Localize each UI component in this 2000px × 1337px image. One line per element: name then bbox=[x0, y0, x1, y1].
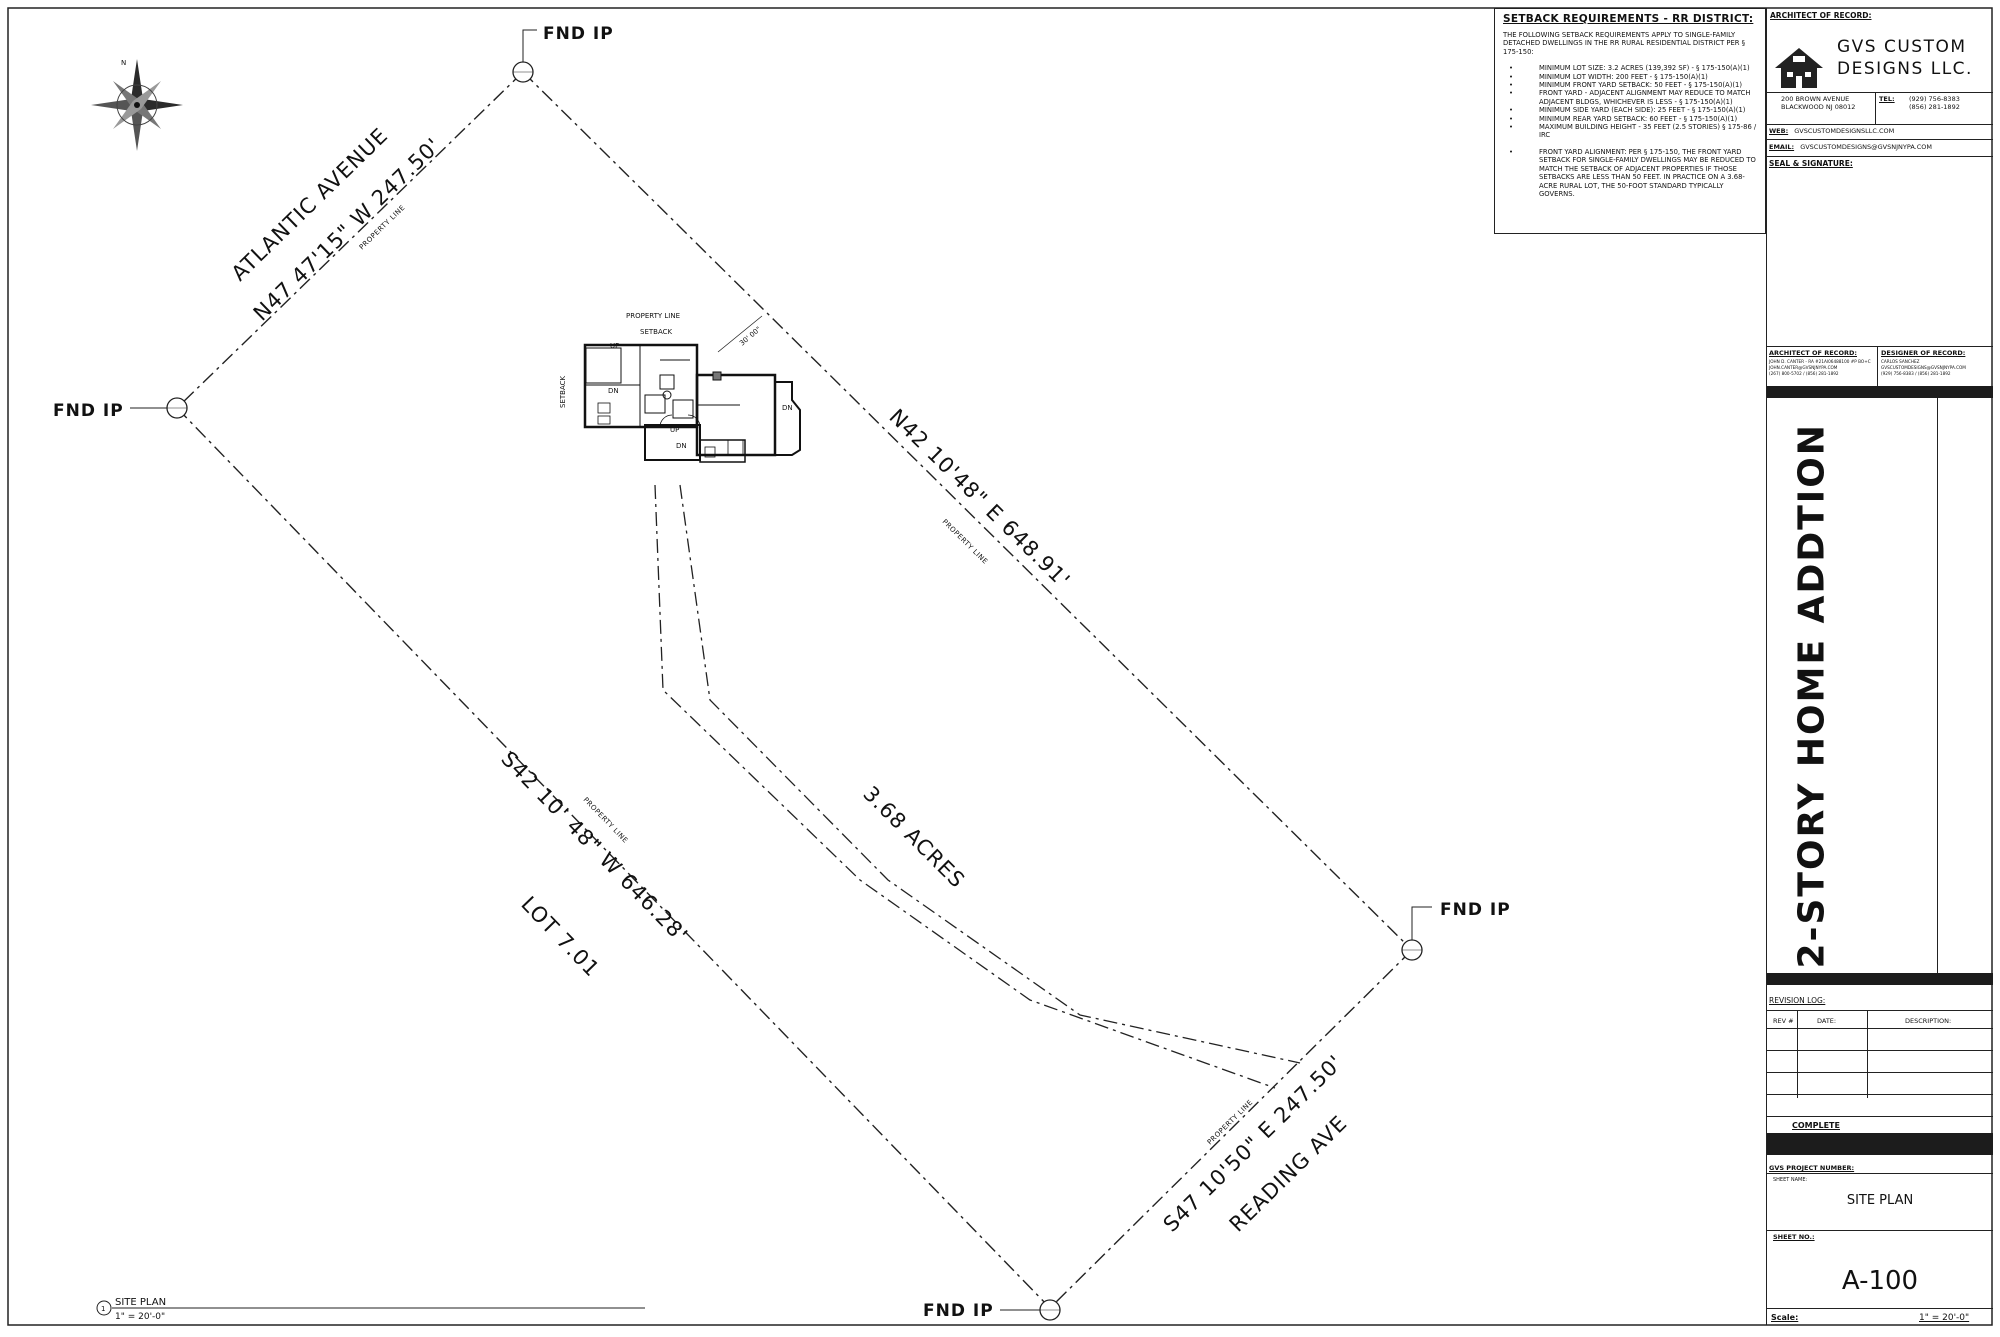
fnd-ip-label: FND IP bbox=[1440, 900, 1511, 920]
address-line2: BLACKWOOD NJ 08012 bbox=[1781, 103, 1856, 111]
architect-of-record: ARCHITECT OF RECORD: JOHN D. CANTER - RA… bbox=[1769, 349, 1871, 377]
setback-note-item: MAXIMUM BUILDING HEIGHT - 35 FEET (2.5 S… bbox=[1503, 123, 1759, 140]
north-label: N bbox=[121, 59, 126, 67]
setback-notes-extra: FRONT YARD ALIGNMENT: PER § 175-150, THE… bbox=[1503, 148, 1759, 198]
email: EMAIL: GVSCUSTOMDESIGNS@GVSNJNYPA.COM bbox=[1769, 143, 1932, 151]
setback-label: SETBACK bbox=[640, 328, 672, 336]
setback-note-item: MINIMUM LOT WIDTH: 200 FEET - § 175-150(… bbox=[1503, 73, 1759, 82]
title-block: ARCHITECT OF RECORD: GVS CUSTOM DESIGNS … bbox=[1766, 8, 1993, 1325]
sheet-name: SITE PLAN bbox=[1846, 1193, 1914, 1208]
seal-label: SEAL & SIGNATURE: bbox=[1769, 159, 1853, 168]
drawing-label: 1 SITE PLAN 1" = 20'-0" bbox=[96, 1297, 645, 1322]
setback-notes-box: SETBACK REQUIREMENTS - RR DISTRICT: THE … bbox=[1494, 8, 1766, 234]
bearing-east-line: N42 10'48" E 648.91' bbox=[884, 404, 1074, 592]
setback-notes-title: SETBACK REQUIREMENTS - RR DISTRICT: bbox=[1503, 13, 1754, 25]
house-logo-icon bbox=[1775, 48, 1823, 88]
rev-col-header: REV # bbox=[1773, 1017, 1794, 1025]
setback-side-label: SETBACK bbox=[559, 376, 567, 408]
street-name-reading: READING AVE bbox=[1225, 1111, 1352, 1237]
email-address: GVSCUSTOMDESIGNS@GVSNJNYPA.COM bbox=[1800, 143, 1932, 151]
setback-notes-intro: THE FOLLOWING SETBACK REQUIREMENTS APPLY… bbox=[1503, 31, 1746, 56]
project-title: 2-STORY HOME ADDTION bbox=[1791, 423, 1833, 969]
setback-note-item: MINIMUM LOT SIZE: 3.2 ACRES (139,392 SF)… bbox=[1503, 64, 1759, 73]
lot-area-label: 3.68 ACRES bbox=[858, 782, 969, 893]
web-url: GVSCUSTOMDESIGNSLLC.COM bbox=[1794, 127, 1895, 135]
description-col-header: DESCRIPTION: bbox=[1905, 1017, 1952, 1025]
stair-label-up: UP bbox=[670, 426, 679, 434]
stair-label-dn: DN bbox=[676, 442, 687, 450]
pin-leaders bbox=[130, 29, 1432, 1311]
drawing-number: 1 bbox=[101, 1305, 105, 1313]
web-label: WEB: bbox=[1769, 127, 1789, 135]
sheet-border bbox=[7, 7, 1993, 1326]
setback-property-line-label: PROPERTY LINE bbox=[626, 312, 680, 320]
setback-dimension: 30' 00" bbox=[738, 325, 762, 347]
scale-value: 1" = 20'-0" bbox=[1919, 1313, 1970, 1323]
setback-note-alignment: FRONT YARD ALIGNMENT: PER § 175-150, THE… bbox=[1503, 148, 1759, 198]
house-floor-plan bbox=[583, 343, 801, 463]
designer-of-record: DESIGNER OF RECORD: CARLOS SANCHEZ GVSCU… bbox=[1881, 349, 1966, 377]
stair-label-dn: DN bbox=[608, 387, 619, 395]
company-name-line1: GVS CUSTOM bbox=[1837, 37, 1967, 57]
designer-line: GVSCUSTOMDESIGNS@GVSNJNYPA.COM bbox=[1881, 365, 1966, 370]
divider-bar bbox=[1767, 973, 1993, 985]
email-label: EMAIL: bbox=[1769, 143, 1795, 151]
setback-note-item: MINIMUM FRONT YARD SETBACK: 50 FEET - § … bbox=[1503, 81, 1759, 90]
drawing-name: SITE PLAN bbox=[115, 1297, 166, 1308]
property-line-south bbox=[1049, 949, 1413, 1309]
tel-number-2: (856) 281-1892 bbox=[1909, 103, 1960, 111]
sheet-number: A-100 bbox=[1841, 1266, 1919, 1296]
status-label: COMPLETE bbox=[1792, 1121, 1840, 1130]
architect2-line: JOHN.CANTER@GVSNJNYPA.COM bbox=[1769, 365, 1838, 370]
architect2-line: (267) 800-5702 / (856) 281-1892 bbox=[1769, 371, 1839, 376]
fnd-ip-label: FND IP bbox=[53, 401, 124, 421]
iron-pins bbox=[166, 61, 1423, 1321]
designer-line: CARLOS SANCHEZ bbox=[1881, 359, 1920, 364]
setback-notes-list: MINIMUM LOT SIZE: 3.2 ACRES (139,392 SF)… bbox=[1503, 64, 1759, 140]
property-line-west bbox=[176, 407, 1051, 1309]
address-line1: 200 BROWN AVENUE bbox=[1781, 95, 1850, 103]
north-arrow-icon: N bbox=[91, 59, 183, 151]
project-number-label: GVS PROJECT NUMBER: bbox=[1769, 1164, 1855, 1172]
drawing-scale: 1" = 20'-0" bbox=[115, 1312, 165, 1322]
stair-label-up: UP bbox=[610, 342, 619, 350]
architect-label: ARCHITECT OF RECORD: bbox=[1770, 11, 1872, 20]
revision-table bbox=[1767, 1010, 1993, 1116]
architect2-label: ARCHITECT OF RECORD: bbox=[1769, 349, 1857, 357]
designer-label: DESIGNER OF RECORD: bbox=[1881, 349, 1966, 357]
fnd-ip-label: FND IP bbox=[923, 1301, 994, 1321]
company-name-line2: DESIGNS LLC. bbox=[1837, 59, 1973, 79]
setback-note-item: MINIMUM REAR YARD SETBACK: 60 FEET - § 1… bbox=[1503, 115, 1759, 124]
setback-dimension-line bbox=[717, 315, 763, 353]
designer-line: (929) 756-8383 / (856) 281-1892 bbox=[1881, 371, 1951, 376]
scale-label: Scale: bbox=[1771, 1313, 1799, 1322]
web: WEB: GVSCUSTOMDESIGNSLLC.COM bbox=[1769, 127, 1894, 135]
tel-number-1: (929) 756-8383 bbox=[1909, 95, 1960, 103]
lot-number-label: LOT 7.01 bbox=[516, 892, 604, 982]
architect2-line: JOHN D. CANTER - RA #21AI06488100 #P BO+… bbox=[1769, 359, 1871, 364]
telephone-numbers: (929) 756-8383 (856) 281-1892 bbox=[1909, 95, 1960, 111]
tel-label: TEL: bbox=[1879, 95, 1895, 103]
setback-note-item: MINIMUM SIDE YARD (EACH SIDE): 25 FEET -… bbox=[1503, 106, 1759, 115]
date-col-header: DATE: bbox=[1817, 1017, 1837, 1025]
company-name: GVS CUSTOM DESIGNS LLC. bbox=[1837, 36, 1973, 80]
setback-note-item: FRONT YARD - ADJACENT ALIGNMENT MAY REDU… bbox=[1503, 89, 1759, 106]
sheet-name-label: SHEET NAME: bbox=[1773, 1177, 1808, 1183]
driveway bbox=[654, 484, 1301, 1089]
divider-bar bbox=[1767, 1133, 1993, 1155]
fnd-ip-label: FND IP bbox=[543, 24, 614, 44]
revision-log-label: REVISION LOG: bbox=[1769, 996, 1826, 1005]
telephone: TEL: bbox=[1879, 95, 1895, 103]
sheet-no-label: SHEET NO.: bbox=[1773, 1233, 1815, 1241]
property-line-east bbox=[522, 71, 1413, 951]
property-line-label: PROPERTY LINE bbox=[941, 518, 990, 566]
stair-label-dn: DN bbox=[782, 404, 793, 412]
address: 200 BROWN AVENUE BLACKWOOD NJ 08012 bbox=[1781, 95, 1855, 111]
divider-bar bbox=[1767, 386, 1993, 398]
property-boundary bbox=[176, 71, 1413, 1309]
